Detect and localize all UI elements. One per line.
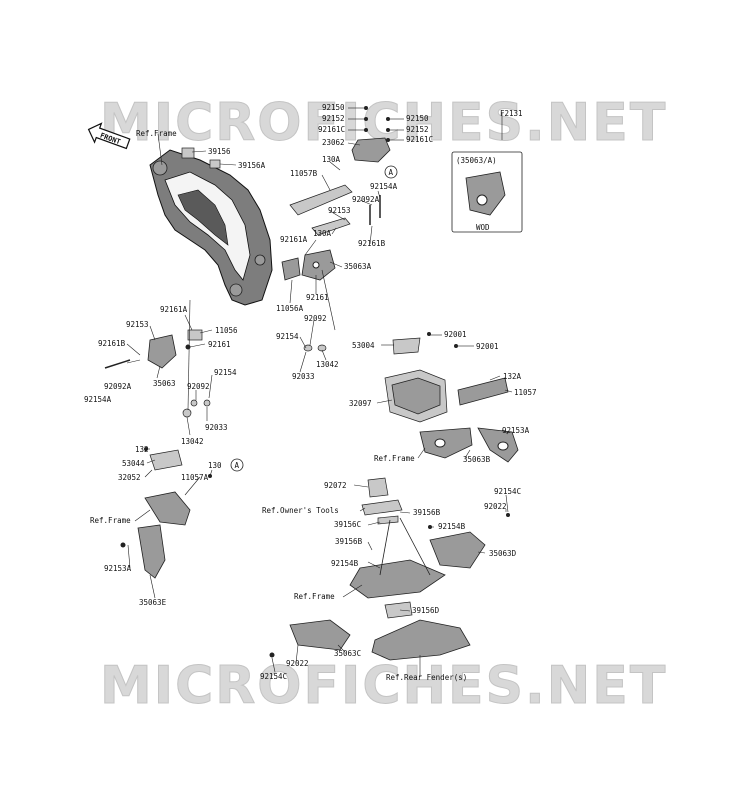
label-92001-1: 92001 (444, 330, 467, 339)
callout-a-left-label: A (235, 461, 240, 470)
label-92150-b: 92150 (406, 114, 429, 123)
label-39156b-2: 39156B (335, 537, 363, 546)
label-92161a-1: 92161A (280, 235, 308, 244)
label-92161c-a: 92161C (318, 125, 345, 134)
label-39156c: 39156C (334, 520, 361, 529)
label-130a-2: 130A (313, 229, 332, 238)
label-11056: 11056 (215, 326, 238, 335)
label-ref-owners-tools: Ref.Owner's Tools (262, 506, 339, 515)
label-92092-1: 92092 (304, 314, 327, 323)
label-92154b-2: 92154B (331, 559, 359, 568)
label-39156a: 39156A (238, 161, 266, 170)
label-35063b: 35063B (463, 455, 491, 464)
label-92092-2: 92092 (187, 382, 210, 391)
label-92092a-2: 92092A (104, 382, 132, 391)
label-ref-rear-fender: Ref.Rear Fender(s) (386, 673, 467, 682)
label-130a-1: 130A (322, 155, 341, 164)
label-92154c-1: 92154C (494, 487, 521, 496)
label-132: 132 (135, 445, 149, 454)
label-92161-1: 92161 (306, 293, 329, 302)
label-32097: 32097 (349, 399, 372, 408)
label-11056a: 11056A (276, 304, 304, 313)
label-92022-1: 92022 (484, 502, 507, 511)
label-13042-2: 13042 (181, 437, 204, 446)
label-35063e: 35063E (139, 598, 167, 607)
callout-a-top-label: A (389, 168, 394, 177)
label-92033-2: 92033 (205, 423, 228, 432)
label-92161a-2: 92161A (160, 305, 188, 314)
rear-fender-parts (269, 619, 471, 661)
label-92154b-1: 92154B (438, 522, 466, 531)
label-132a: 132A (503, 372, 522, 381)
label-92154c-2: 92154C (260, 672, 287, 681)
label-ref-frame-3: Ref.Frame (90, 516, 131, 525)
label-39156b-1: 39156B (413, 508, 441, 517)
label-92161c-b: 92161C (406, 135, 433, 144)
label-92153-2: 92153 (126, 320, 149, 329)
label-ref-frame-4: Ref.Frame (294, 592, 335, 601)
label-92161b-1: 92161B (358, 239, 386, 248)
figure-code: F2131 (500, 109, 523, 118)
top-bracket (289, 106, 391, 236)
label-35063: 35063 (153, 379, 176, 388)
inset-box (451, 151, 523, 233)
label-13042-1: 13042 (316, 360, 339, 369)
label-92092a-1: 92092A (352, 195, 380, 204)
label-11057: 11057 (514, 388, 537, 397)
label-92153a-1: 92153A (502, 426, 530, 435)
tool-tray (349, 477, 510, 619)
label-35063c: 35063C (334, 649, 361, 658)
callout-a-top: A (384, 165, 398, 179)
label-92152-b: 92152 (406, 125, 429, 134)
label-ref-frame-1: Ref.Frame (136, 129, 177, 138)
label-92161-2: 92161 (208, 340, 231, 349)
label-32052: 32052 (118, 473, 141, 482)
label-92161b-2: 92161B (98, 339, 126, 348)
bracket-35063a (281, 249, 336, 352)
label-53004: 53004 (352, 341, 375, 350)
label-92154a-2: 92154A (84, 395, 112, 404)
label-130: 130 (208, 461, 222, 470)
label-35063d: 35063D (489, 549, 517, 558)
label-92001-2: 92001 (476, 342, 499, 351)
label-92153-1: 92153 (328, 206, 351, 215)
label-35063a: 35063A (344, 262, 372, 271)
label-92154-1: 92154 (276, 332, 299, 341)
label-ref-frame-2: Ref.Frame (374, 454, 415, 463)
label-92072: 92072 (324, 481, 347, 490)
watermark-bottom: MICROFICHES.NET (100, 656, 667, 716)
bracket-35063 (104, 329, 211, 418)
label-92150-a: 92150 (322, 103, 345, 112)
battery-case-32097 (384, 332, 509, 423)
bracket-35063b (419, 427, 519, 463)
label-53044: 53044 (122, 459, 145, 468)
label-92033-1: 92033 (292, 372, 315, 381)
leader-lines (126, 107, 513, 677)
callout-a-left: A (230, 458, 244, 472)
label-39156: 39156 (208, 147, 231, 156)
inset-title: (35063/A) (456, 156, 497, 165)
label-11057a: 11057A (181, 473, 209, 482)
label-39156d: 39156D (412, 606, 440, 615)
label-92154-2: 92154 (214, 368, 237, 377)
bracket-32052 (120, 447, 212, 579)
inset-note: WOD (476, 223, 490, 232)
frame-assembly (149, 147, 273, 306)
label-92152-a: 92152 (322, 114, 345, 123)
label-92022-2: 92022 (286, 659, 309, 668)
label-92154a-1: 92154A (370, 182, 398, 191)
label-92153a-2: 92153A (104, 564, 132, 573)
label-11057b: 11057B (290, 169, 318, 178)
label-23062: 23062 (322, 138, 345, 147)
watermark-top: MICROFICHES.NET (100, 93, 667, 153)
part-labels: Ref.Frame 39156 39156A 92150 92152 92161… (84, 103, 537, 682)
